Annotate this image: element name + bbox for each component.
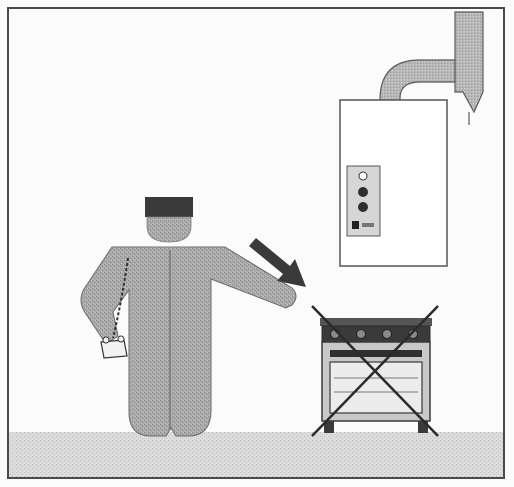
boiler-switch bbox=[352, 221, 359, 229]
oven-handle bbox=[330, 350, 422, 357]
burner-knob bbox=[357, 330, 366, 339]
cap bbox=[145, 197, 193, 217]
person-icon bbox=[81, 197, 296, 436]
boiler-knob bbox=[358, 202, 368, 212]
boiler-knob bbox=[358, 187, 368, 197]
floor bbox=[9, 432, 503, 477]
burner-knob bbox=[383, 330, 392, 339]
boiler-knob bbox=[359, 172, 367, 180]
gas-stove-icon bbox=[320, 318, 432, 433]
wall-boiler-icon bbox=[340, 100, 447, 266]
